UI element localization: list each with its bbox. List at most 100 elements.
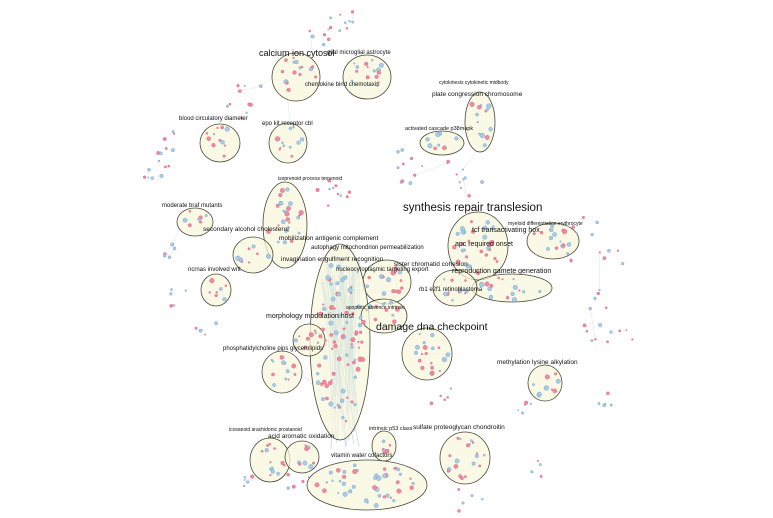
network-node: [466, 443, 471, 448]
network-node: [336, 292, 341, 297]
network-node: [298, 210, 304, 216]
label-isoprenoid-process-terpenoid: isoprenoid process terpenoid: [278, 176, 342, 182]
network-node: [538, 463, 542, 466]
network-node: [347, 287, 353, 293]
network-node: [453, 464, 459, 469]
network-node: [596, 291, 600, 296]
network-node: [242, 484, 246, 488]
network-node: [382, 473, 387, 479]
network-node: [394, 306, 400, 312]
network-node: [467, 239, 471, 243]
label-damage-dna-checkpoint: damage dna checkpoint: [376, 321, 488, 333]
network-node: [211, 143, 216, 148]
network-node: [333, 344, 338, 349]
network-node: [328, 320, 334, 326]
network-node: [505, 296, 510, 300]
network-node: [437, 143, 441, 147]
network-node: [270, 358, 273, 362]
network-node: [332, 340, 337, 344]
network-node: [478, 464, 482, 468]
network-node: [486, 103, 492, 109]
network-node: [455, 231, 460, 236]
network-node: [471, 441, 475, 444]
network-node: [401, 162, 405, 166]
network-node: [488, 127, 493, 132]
network-node: [459, 226, 465, 232]
network-node: [377, 81, 380, 84]
network-node: [609, 330, 613, 334]
network-node: [293, 373, 297, 376]
network-node: [320, 382, 324, 386]
network-node: [293, 338, 298, 343]
network-node: [276, 471, 280, 476]
network-node: [150, 176, 155, 180]
network-node: [420, 353, 424, 356]
network-node: [422, 341, 426, 345]
network-node: [446, 162, 449, 164]
network-node: [328, 401, 334, 407]
network-node: [350, 337, 356, 343]
network-node: [345, 27, 349, 30]
network-node: [222, 297, 227, 302]
network-node: [445, 352, 451, 358]
network-node: [335, 281, 340, 286]
label-mobilization-antigenic-complement: mobilization antigenic complement: [279, 235, 379, 242]
network-node: [269, 461, 272, 464]
network-node: [393, 266, 399, 271]
network-node: [575, 232, 578, 234]
network-node: [443, 291, 448, 297]
network-node: [442, 145, 447, 151]
label-moderate-braf-mutants: moderate braf mutants: [162, 203, 222, 209]
network-node: [273, 447, 276, 450]
label-icosanoid-arachidonic-prostanoid: icosanoid arachidonic prostanoid: [229, 427, 302, 433]
network-node: [330, 379, 333, 382]
network-node: [330, 296, 336, 302]
network-node: [171, 130, 175, 134]
network-node: [378, 62, 384, 68]
network-node: [287, 229, 290, 232]
network-node: [284, 58, 288, 63]
network-node: [422, 345, 428, 350]
network-node: [414, 344, 420, 350]
network-node: [333, 406, 336, 409]
network-node: [308, 29, 311, 33]
network-node: [625, 329, 628, 332]
network-node: [317, 363, 322, 368]
cluster-phosphatidylcholine-lower: [261, 350, 303, 394]
network-node: [326, 37, 331, 42]
network-node: [260, 449, 264, 453]
network-node: [409, 477, 412, 480]
network-node: [461, 168, 464, 171]
network-node: [481, 498, 484, 501]
network-node: [396, 149, 400, 154]
network-node: [529, 402, 532, 405]
network-node: [352, 463, 357, 468]
network-node: [285, 187, 290, 192]
network-node: [164, 165, 167, 169]
network-node: [327, 28, 330, 31]
network-node: [384, 307, 389, 312]
network-node: [350, 400, 354, 404]
network-node: [238, 89, 242, 93]
network-node: [352, 469, 358, 475]
network-node: [459, 438, 462, 441]
network-node: [285, 217, 290, 222]
network-node: [361, 319, 366, 325]
network-node: [448, 454, 452, 458]
network-node: [532, 383, 535, 386]
network-node: [598, 323, 602, 327]
network-edge: [239, 85, 261, 92]
network-node: [281, 141, 284, 144]
network-node: [339, 13, 342, 16]
network-node: [609, 403, 613, 407]
network-node: [220, 140, 225, 145]
network-node: [172, 246, 177, 251]
network-node: [333, 330, 339, 336]
network-node: [274, 136, 281, 142]
cluster-moderate-braf-mutants: [176, 207, 214, 237]
label-cytokinesis-cytokinetic-midbody: cytokinesis cytokinetic midbody: [439, 80, 509, 86]
network-node: [328, 263, 334, 268]
network-node: [321, 327, 325, 332]
network-node: [463, 176, 467, 180]
network-node: [510, 291, 515, 296]
